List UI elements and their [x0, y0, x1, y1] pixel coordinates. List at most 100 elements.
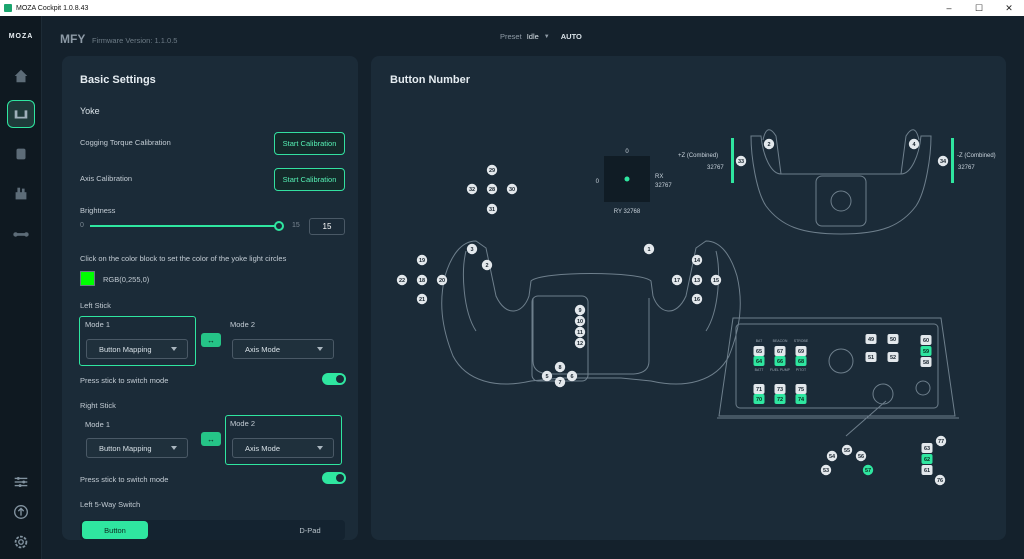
cogging-label: Cogging Torque Calibration: [80, 138, 171, 147]
left-press-switch-label: Press stick to switch mode: [80, 376, 169, 385]
home-icon: [14, 69, 28, 83]
color-swatch[interactable]: [80, 271, 95, 286]
panel-button-70: 70: [753, 394, 765, 404]
sliders-icon: [14, 476, 28, 488]
sidebar-item-pedals[interactable]: [7, 220, 35, 248]
chevron-down-icon: [317, 347, 323, 351]
button-16: 16: [691, 293, 703, 305]
button-2: 2: [481, 259, 493, 271]
panel-button-69: 69: [795, 346, 807, 356]
panel-button-59: 59: [920, 346, 932, 356]
svg-text:22: 22: [399, 278, 405, 284]
auto-toggle[interactable]: AUTO: [560, 32, 582, 41]
panel-button-64: 64: [753, 356, 765, 366]
svg-text:32: 32: [469, 187, 475, 193]
preset-value[interactable]: Idle: [526, 32, 539, 41]
svg-text:72: 72: [777, 397, 783, 403]
svg-text:75: 75: [798, 387, 804, 393]
five-way-option-dpad[interactable]: D-Pad: [299, 525, 321, 535]
left-stick-mode2-dropdown[interactable]: Axis Mode: [232, 339, 334, 359]
panel-button-50: 50: [887, 334, 899, 344]
sidebar-item-settings-sliders[interactable]: [7, 468, 35, 496]
svg-text:63: 63: [924, 446, 930, 452]
sidebar-item-upload[interactable]: [7, 498, 35, 526]
button-55: 55: [841, 444, 853, 456]
svg-text:57: 57: [865, 468, 871, 474]
panel-lower-knob: [872, 383, 894, 405]
button-15: 15: [710, 274, 722, 286]
sidebar-item-yoke[interactable]: [7, 100, 35, 128]
brightness-label: Brightness: [80, 206, 116, 215]
button-10: 10: [574, 315, 586, 327]
button-5: 5: [541, 370, 553, 382]
svg-text:52: 52: [890, 355, 896, 361]
svg-text:76: 76: [937, 478, 943, 484]
brightness-slider-thumb[interactable]: [274, 221, 284, 231]
button-13: 13: [691, 274, 703, 286]
panel-button-62: 62: [921, 454, 933, 464]
brightness-slider-track[interactable]: [90, 225, 280, 227]
sidebar-item-home[interactable]: [7, 62, 35, 90]
svg-text:62: 62: [924, 457, 930, 463]
close-icon[interactable]: ✕: [1005, 3, 1013, 13]
window-title: MOZA Cockpit 1.0.8.43: [16, 4, 89, 12]
panel-small-label: BAT: [756, 339, 763, 343]
button-20: 20: [436, 274, 448, 286]
left-stick-swap-button[interactable]: ↔: [201, 333, 221, 347]
panel-button-51: 51: [865, 352, 877, 362]
rx-ry-grid-left: 0: [596, 179, 600, 185]
cogging-start-calibration-button[interactable]: Start Calibration: [274, 132, 345, 155]
right-stick-mode2-box[interactable]: [225, 415, 342, 465]
button-77: 77: [935, 435, 947, 447]
brightness-input[interactable]: 15: [309, 218, 345, 235]
chevron-down-icon: [171, 347, 177, 351]
sidebar-item-throttle[interactable]: [7, 180, 35, 208]
panel-small-label: PITOT: [796, 368, 807, 372]
ry-label: RY 32768: [614, 209, 641, 215]
svg-text:13: 13: [694, 278, 700, 284]
chevron-down-icon[interactable]: ▼: [543, 33, 550, 40]
maximize-icon[interactable]: ☐: [974, 3, 984, 13]
right-stick-mode2-value: Axis Mode: [245, 443, 281, 453]
right-press-switch-toggle[interactable]: [322, 472, 346, 484]
button-2: 2: [763, 138, 775, 150]
right-stick-mode1-dropdown[interactable]: Button Mapping: [86, 438, 188, 458]
svg-text:60: 60: [923, 338, 929, 344]
right-stick-mode1-label: Mode 1: [85, 420, 111, 429]
topview-left-label: +Z (Combined): [678, 153, 718, 159]
right-stick-swap-button[interactable]: ↔: [201, 432, 221, 446]
svg-text:69: 69: [798, 349, 804, 355]
minimize-icon[interactable]: –: [946, 3, 952, 13]
left-stick-mode1-box[interactable]: [79, 316, 196, 366]
axis-calibration-label: Axis Calibration: [80, 174, 133, 183]
panel-button-58: 58: [920, 357, 932, 367]
app-icon: [4, 4, 12, 12]
svg-text:55: 55: [844, 448, 850, 454]
five-way-segmented-control[interactable]: Button D-Pad: [80, 520, 345, 540]
button-number-title: Button Number: [390, 74, 471, 86]
panel-button-60: 60: [920, 335, 932, 345]
preset-selector[interactable]: Preset Idle ▼ AUTO: [500, 32, 582, 41]
rx-ry-dot: [624, 176, 630, 182]
svg-text:49: 49: [868, 337, 874, 343]
left-press-switch-toggle[interactable]: [322, 373, 346, 385]
topview-outline: [750, 135, 932, 235]
axis-start-calibration-button[interactable]: Start Calibration: [274, 168, 345, 191]
right-stick-mode2-dropdown[interactable]: Axis Mode: [232, 438, 334, 458]
svg-text:11: 11: [577, 330, 583, 336]
button-4: 4: [908, 138, 920, 150]
left-stick-mode1-dropdown[interactable]: Button Mapping: [86, 339, 188, 359]
svg-text:16: 16: [694, 297, 700, 303]
svg-text:4: 4: [912, 142, 916, 148]
svg-text:9: 9: [578, 308, 581, 314]
button-21: 21: [416, 293, 428, 305]
sidebar: MOZA: [0, 16, 42, 559]
sidebar-item-seat[interactable]: [7, 140, 35, 168]
device-name: MFY: [60, 32, 86, 46]
button-8: 8: [554, 361, 566, 373]
sidebar-item-gear[interactable]: [7, 528, 35, 556]
panel-face: [735, 323, 939, 409]
svg-text:58: 58: [923, 360, 929, 366]
color-hint: Click on the color block to set the colo…: [80, 254, 287, 263]
five-way-option-button[interactable]: Button: [82, 521, 148, 539]
